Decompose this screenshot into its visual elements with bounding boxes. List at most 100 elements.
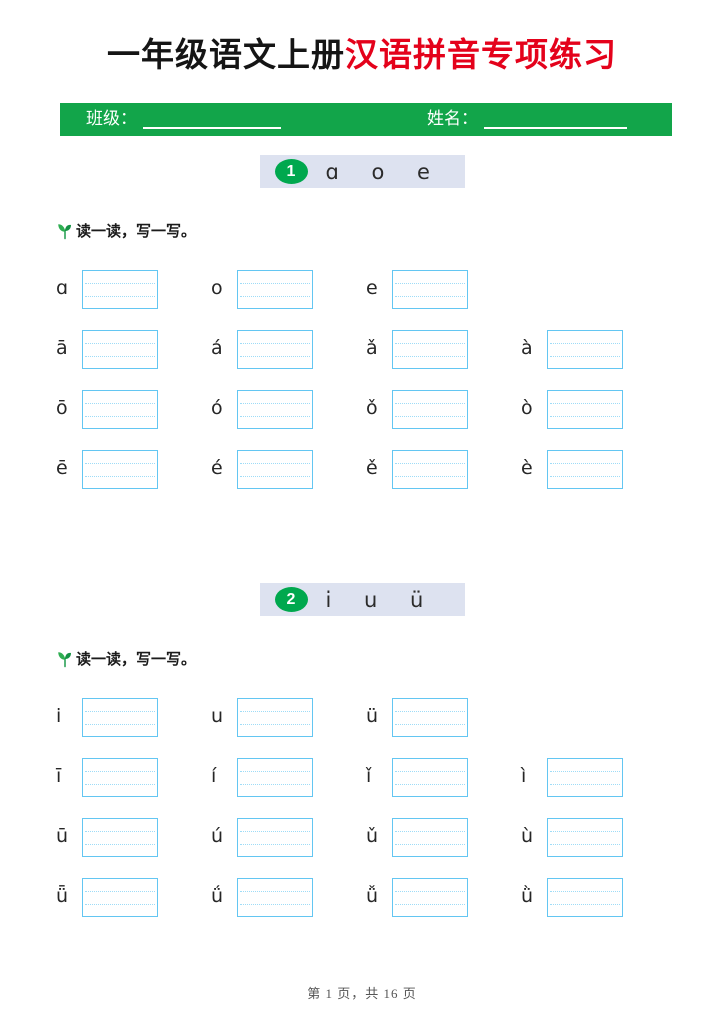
section-2-instruction: 读一读，写一写。 (56, 648, 724, 669)
pinyin-label: ü (366, 704, 379, 727)
writing-box[interactable] (82, 757, 158, 797)
pinyin-label-empty (521, 288, 547, 290)
section-1: 1 ɑ o e 读一读，写一写。 ɑ o e (0, 155, 724, 499)
page-footer: 第 1 页，共 16 页 (0, 983, 724, 1002)
section-1-badge: 1 (274, 159, 308, 184)
writing-box[interactable] (82, 697, 158, 737)
practice-row: ū ú ǔ ù (56, 807, 724, 867)
page-title-black: 一年级语文上册 (107, 38, 345, 74)
writing-box[interactable] (392, 877, 468, 917)
practice-cell: ǒ (366, 389, 521, 429)
pinyin-label: ì (521, 764, 527, 787)
class-blank-line[interactable] (143, 114, 281, 129)
section-2: 2 i u ü 读一读，写一写。 i u ü (0, 583, 724, 927)
practice-cell: ǖ (56, 877, 211, 917)
pinyin-label: ē (56, 456, 68, 479)
writing-box[interactable] (392, 269, 468, 309)
practice-cell: o (211, 269, 366, 309)
pinyin-label: ā (56, 336, 68, 359)
sprout-icon (56, 650, 74, 668)
writing-box[interactable] (237, 877, 313, 917)
practice-cell: ā (56, 329, 211, 369)
section-1-instruction-text: 读一读，写一写。 (76, 223, 197, 240)
writing-box[interactable] (392, 449, 468, 489)
practice-cell-empty (521, 698, 676, 737)
pinyin-label: ī (56, 764, 62, 787)
writing-box[interactable] (392, 329, 468, 369)
pinyin-label: u (211, 704, 224, 727)
writing-box[interactable] (82, 877, 158, 917)
practice-cell: ì (521, 757, 676, 797)
pinyin-label: ɑ (56, 276, 69, 299)
pinyin-label: ǐ (366, 764, 372, 787)
practice-cell: ò (521, 389, 676, 429)
pinyin-label: ǜ (521, 884, 534, 907)
practice-cell: è (521, 449, 676, 489)
pinyin-label: ò (521, 396, 533, 419)
practice-cell: ǔ (366, 817, 521, 857)
pinyin-label: è (521, 456, 533, 479)
writing-box[interactable] (82, 269, 158, 309)
practice-cell: ó (211, 389, 366, 429)
writing-box[interactable] (237, 817, 313, 857)
writing-box[interactable] (237, 269, 313, 309)
writing-box[interactable] (547, 757, 623, 797)
practice-cell: ě (366, 449, 521, 489)
page-title: 一年级语文上册汉语拼音专项练习 (0, 0, 724, 74)
pinyin-label: ǔ (366, 824, 379, 847)
writing-box[interactable] (547, 389, 623, 429)
writing-box[interactable] (392, 697, 468, 737)
writing-box[interactable] (237, 449, 313, 489)
pinyin-label: ǘ (211, 884, 224, 907)
writing-box[interactable] (392, 757, 468, 797)
writing-box[interactable] (547, 329, 623, 369)
pinyin-label: ǒ (366, 396, 378, 419)
practice-row: ō ó ǒ ò (56, 379, 724, 439)
page-title-red: 汉语拼音专项练习 (345, 38, 617, 74)
writing-box[interactable] (237, 697, 313, 737)
writing-box[interactable] (237, 389, 313, 429)
pinyin-label: o (211, 276, 223, 299)
section-2-letters: i u ü (325, 587, 437, 612)
pinyin-label: ú (211, 824, 224, 847)
pinyin-label: ō (56, 396, 68, 419)
pinyin-label: ó (211, 396, 223, 419)
practice-row: ɑ o e (56, 259, 724, 319)
practice-row: ē é ě è (56, 439, 724, 499)
writing-box[interactable] (82, 449, 158, 489)
practice-cell: e (366, 269, 521, 309)
pinyin-label: i (56, 704, 62, 727)
writing-box[interactable] (392, 817, 468, 857)
class-field[interactable]: 班级： (86, 110, 281, 129)
practice-cell: ǜ (521, 877, 676, 917)
section-1-header: 1 ɑ o e (259, 155, 465, 188)
practice-cell: ǎ (366, 329, 521, 369)
name-field[interactable]: 姓名： (427, 110, 627, 129)
practice-cell-empty (521, 270, 676, 309)
pinyin-label: ù (521, 824, 534, 847)
pinyin-label: ǎ (366, 336, 378, 359)
writing-box[interactable] (82, 389, 158, 429)
practice-cell: ō (56, 389, 211, 429)
practice-cell: ú (211, 817, 366, 857)
practice-cell: à (521, 329, 676, 369)
pinyin-label: ě (366, 456, 378, 479)
name-blank-line[interactable] (484, 114, 627, 129)
writing-box[interactable] (392, 389, 468, 429)
writing-box[interactable] (547, 877, 623, 917)
pinyin-label: í (211, 764, 217, 787)
writing-box[interactable] (237, 329, 313, 369)
section-1-letters: ɑ o e (325, 159, 443, 184)
practice-cell: ǘ (211, 877, 366, 917)
practice-cell: i (56, 697, 211, 737)
practice-cell: ū (56, 817, 211, 857)
student-info-bar: 班级： 姓名： (60, 103, 672, 136)
writing-box[interactable] (82, 329, 158, 369)
writing-box[interactable] (547, 817, 623, 857)
page-number-text: 第 1 页，共 16 页 (307, 986, 417, 1001)
writing-box[interactable] (237, 757, 313, 797)
practice-cell: ī (56, 757, 211, 797)
writing-box[interactable] (82, 817, 158, 857)
writing-box[interactable] (547, 449, 623, 489)
section-1-rows: ɑ o e ā á (56, 259, 724, 499)
